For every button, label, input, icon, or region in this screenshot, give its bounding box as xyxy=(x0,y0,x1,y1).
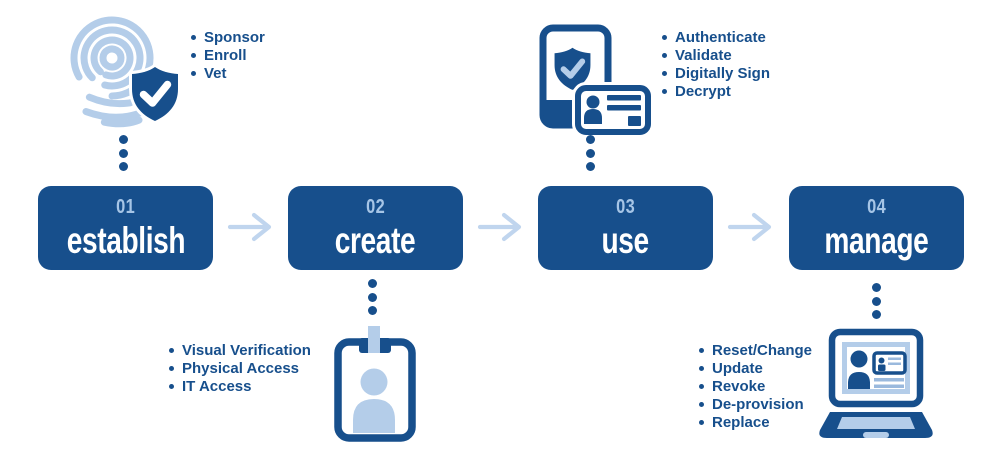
bullet-label: Update xyxy=(712,359,763,377)
bullet-item: Reset/Change xyxy=(699,341,812,359)
use-bullet-list: Authenticate Validate Digitally Sign Dec… xyxy=(662,28,770,100)
bullet-item: IT Access xyxy=(169,377,311,395)
flow-arrow-icon xyxy=(227,212,272,242)
connector-dots xyxy=(119,135,128,171)
bullet-item: Enroll xyxy=(191,46,265,64)
bullet-dot-icon xyxy=(191,70,196,76)
step-box-manage: 04 manage xyxy=(789,186,964,270)
connector-dots xyxy=(872,283,881,319)
phone-id-card-icon xyxy=(539,24,654,138)
bullet-label: Enroll xyxy=(204,46,247,64)
bullet-dot-icon xyxy=(169,347,174,353)
bullet-dot-icon xyxy=(699,383,704,389)
bullet-label: Authenticate xyxy=(675,28,766,46)
bullet-item: Physical Access xyxy=(169,359,311,377)
create-bullet-list: Visual Verification Physical Access IT A… xyxy=(169,341,311,395)
fingerprint-shield-icon xyxy=(70,16,181,128)
bullet-label: De-provision xyxy=(712,395,804,413)
step-box-establish: 01 establish xyxy=(38,186,213,270)
bullet-dot-icon xyxy=(169,365,174,371)
step-label: create xyxy=(335,220,416,261)
bullet-item: Revoke xyxy=(699,377,812,395)
bullet-item: Sponsor xyxy=(191,28,265,46)
step-number: 02 xyxy=(365,196,386,218)
flow-arrow-icon xyxy=(727,212,772,242)
bullet-dot-icon xyxy=(699,401,704,407)
bullet-item: Decrypt xyxy=(662,82,770,100)
bullet-item: De-provision xyxy=(699,395,812,413)
bullet-label: Reset/Change xyxy=(712,341,813,359)
id-badge-icon xyxy=(334,326,416,442)
step-number: 03 xyxy=(615,196,636,218)
bullet-dot-icon xyxy=(699,365,704,371)
step-number: 04 xyxy=(866,196,887,218)
bullet-item: Update xyxy=(699,359,812,377)
bullet-dot-icon xyxy=(169,383,174,389)
bullet-item: Replace xyxy=(699,413,812,431)
bullet-dot-icon xyxy=(191,34,196,40)
bullet-item: Vet xyxy=(191,64,265,82)
laptop-id-icon xyxy=(819,328,933,438)
bullet-item: Digitally Sign xyxy=(662,64,770,82)
bullet-dot-icon xyxy=(662,34,667,40)
step-box-create: 02 create xyxy=(288,186,463,270)
bullet-dot-icon xyxy=(662,88,667,94)
bullet-label: Physical Access xyxy=(182,359,300,377)
flow-arrow-icon xyxy=(477,212,522,242)
bullet-item: Authenticate xyxy=(662,28,770,46)
bullet-label: Visual Verification xyxy=(182,341,311,359)
bullet-dot-icon xyxy=(662,52,667,58)
bullet-label: Vet xyxy=(204,64,227,82)
step-box-use: 03 use xyxy=(538,186,713,270)
connector-dots xyxy=(586,135,595,171)
bullet-item: Validate xyxy=(662,46,770,64)
bullet-dot-icon xyxy=(662,70,667,76)
bullet-label: Decrypt xyxy=(675,82,731,100)
connector-dots xyxy=(368,279,377,315)
step-number: 01 xyxy=(115,196,136,218)
bullet-dot-icon xyxy=(699,419,704,425)
bullet-label: Revoke xyxy=(712,377,766,395)
step-label: manage xyxy=(824,220,929,261)
step-label: establish xyxy=(66,220,185,261)
bullet-item: Visual Verification xyxy=(169,341,311,359)
step-label: use xyxy=(601,220,650,261)
bullet-label: Sponsor xyxy=(204,28,265,46)
bullet-label: Digitally Sign xyxy=(675,64,771,82)
bullet-dot-icon xyxy=(191,52,196,58)
manage-bullet-list: Reset/Change Update Revoke De-provision … xyxy=(699,341,812,431)
bullet-label: IT Access xyxy=(182,377,252,395)
establish-bullet-list: Sponsor Enroll Vet xyxy=(191,28,265,82)
bullet-label: Validate xyxy=(675,46,732,64)
bullet-dot-icon xyxy=(699,347,704,353)
bullet-label: Replace xyxy=(712,413,770,431)
